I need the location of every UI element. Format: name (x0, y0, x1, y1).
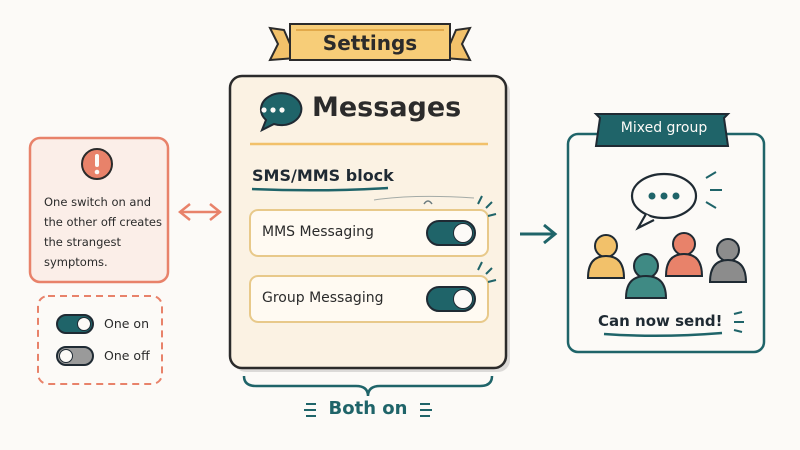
messages-title: Messages (312, 92, 462, 123)
person-yellow-icon (586, 234, 626, 279)
person-grey-icon (708, 238, 748, 283)
settings-banner-title: Settings (322, 31, 418, 55)
group-messaging-toggle[interactable] (426, 286, 476, 312)
group-label-banner (593, 113, 731, 147)
mixed-group-title: Mixed group (620, 120, 708, 136)
both-on-bracket (242, 375, 494, 417)
toggle-knob (453, 223, 473, 243)
double-arrow-icon (177, 203, 223, 221)
legend-toggle-off (56, 346, 94, 366)
banner-ribbon (268, 23, 472, 62)
chat-bubble-icon (259, 92, 303, 133)
mms-messaging-toggle[interactable] (426, 220, 476, 246)
people-group-icon (586, 232, 748, 299)
speech-bubble-icon (630, 171, 722, 231)
group-row-frame (249, 275, 489, 323)
toggle-knob (77, 317, 91, 331)
warning-text: One switch on and the other off creates … (44, 195, 162, 269)
both-on-label: Both on (328, 398, 408, 419)
caption-underline (603, 331, 723, 338)
group-messaging-label: Group Messaging (262, 290, 384, 306)
legend-box (37, 295, 163, 385)
person-teal-icon (624, 253, 668, 299)
toggle-knob (453, 289, 473, 309)
legend-off-label: One off (104, 348, 150, 363)
warning-card (28, 136, 170, 284)
toggle-knob (59, 349, 73, 363)
legend-toggle-on (56, 314, 94, 334)
sparkle-icon (733, 311, 744, 333)
exclamation-icon (81, 148, 113, 180)
legend-on-label: One on (104, 316, 149, 331)
can-now-send-label: Can now send! (598, 312, 723, 330)
mms-messaging-label: MMS Messaging (262, 224, 374, 240)
person-orange-icon (664, 232, 704, 277)
sms-mms-block-title: SMS/MMS block (252, 166, 394, 185)
right-arrow-icon (520, 223, 558, 245)
mms-row-frame (249, 209, 489, 257)
